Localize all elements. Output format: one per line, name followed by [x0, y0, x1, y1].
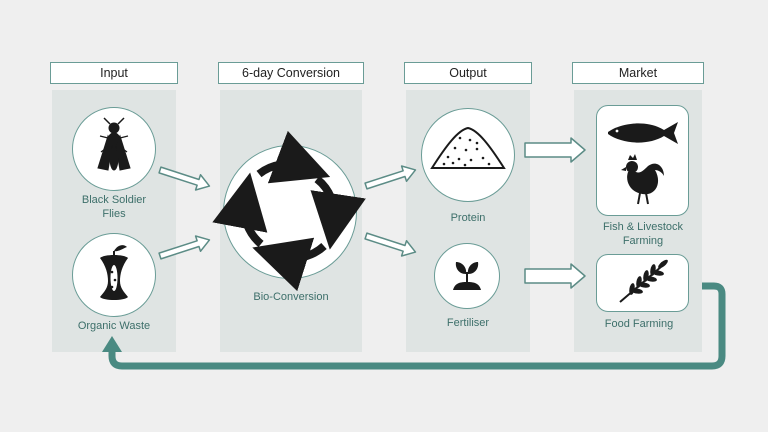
label-black-soldier-flies: Black Soldier Flies	[81, 194, 147, 220]
header-conversion: 6-day Conversion	[218, 62, 364, 84]
wheat-icon	[619, 259, 668, 303]
header-input: Input	[50, 62, 178, 84]
header-market: Market	[572, 62, 704, 84]
cycle-arrows-icon	[212, 130, 366, 292]
label-bio-conversion: Bio-Conversion	[253, 291, 329, 303]
fish-livestock-box	[596, 105, 689, 216]
chicken-icon	[621, 154, 664, 205]
feedback-loop-arrow	[102, 282, 726, 370]
arrow-protein-to-fish-livestock	[524, 137, 586, 163]
fly-icon	[97, 117, 131, 171]
label-food-farming: Food Farming	[604, 318, 674, 330]
arrow-conversion-to-fertiliser	[364, 232, 417, 257]
sprout-icon	[453, 262, 481, 290]
arrow-flies-to-conversion	[158, 166, 211, 191]
arrow-fertiliser-to-food-farming	[524, 263, 586, 289]
label-organic-waste: Organic Waste	[77, 320, 151, 332]
apple-core-icon	[100, 245, 128, 300]
label-protein: Protein	[450, 212, 486, 224]
powder-pile-icon	[430, 126, 506, 169]
label-fish-livestock: Fish & Livestock Farming	[602, 221, 684, 247]
arrow-conversion-to-protein	[364, 165, 417, 190]
label-fertiliser: Fertiliser	[446, 317, 490, 329]
fish-icon	[608, 122, 678, 144]
arrow-waste-to-conversion	[158, 235, 211, 260]
header-output: Output	[404, 62, 532, 84]
